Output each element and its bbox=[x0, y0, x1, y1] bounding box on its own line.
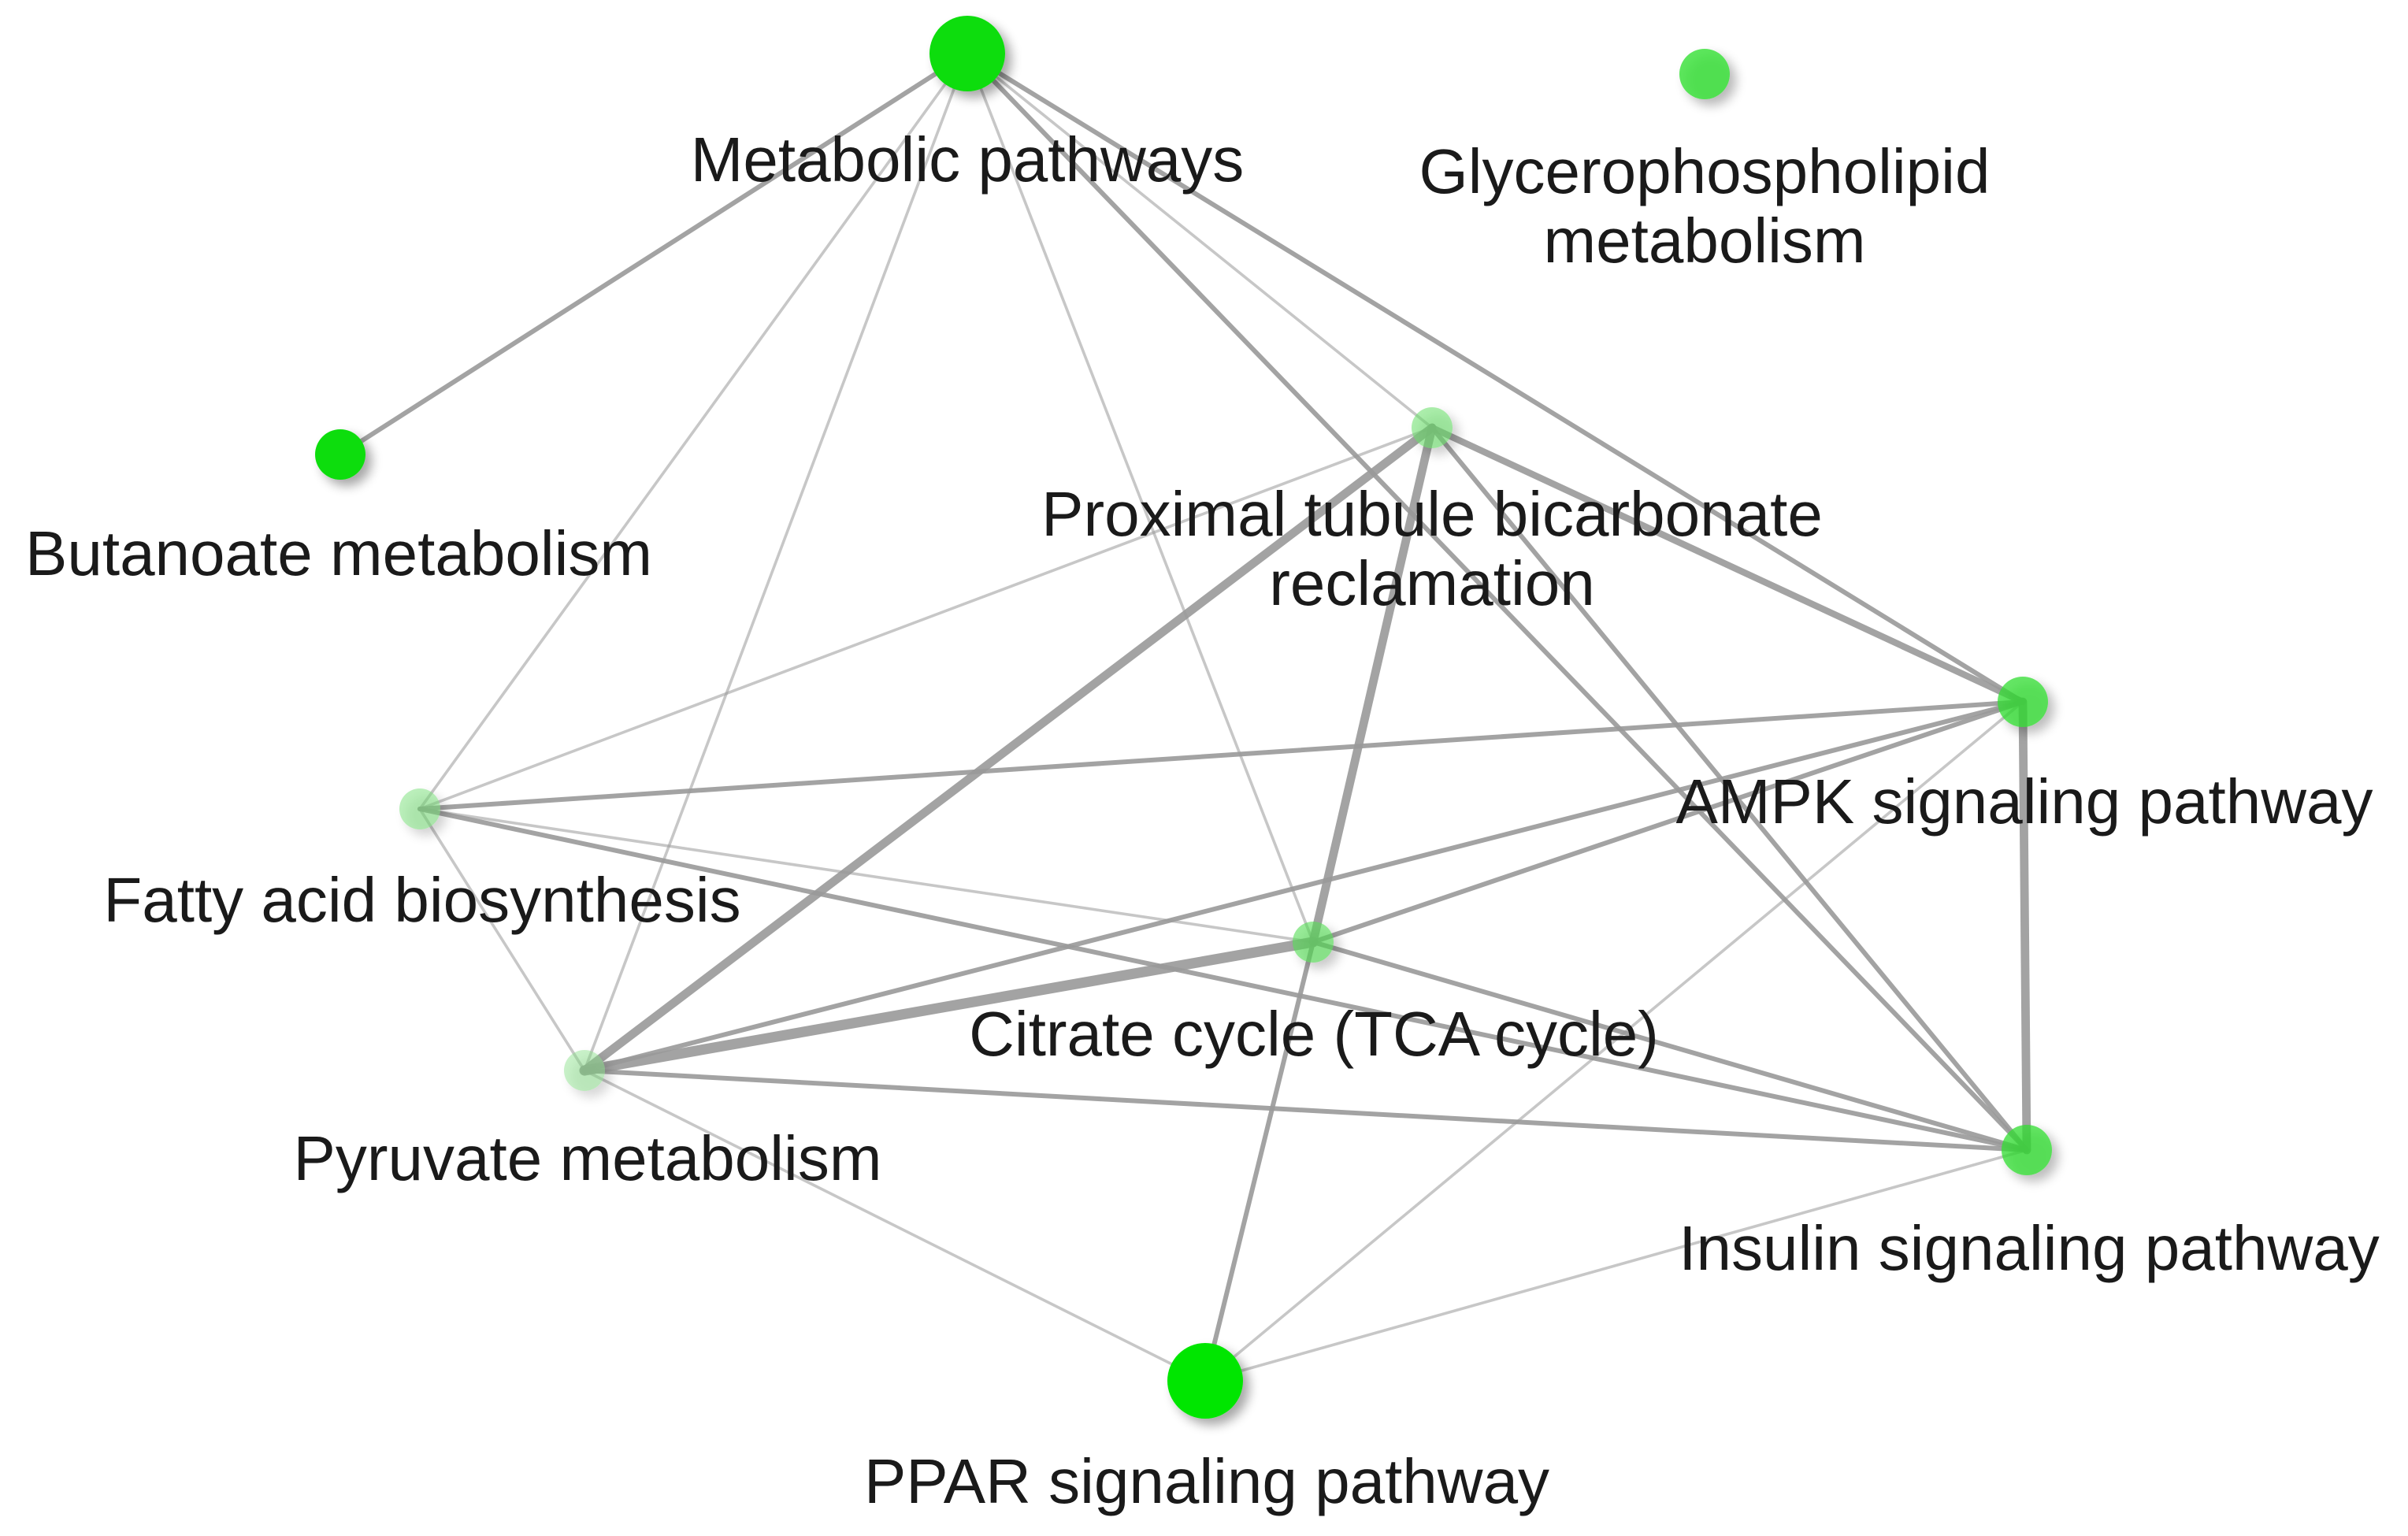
edge-ampk-ppar bbox=[1204, 700, 2024, 1382]
node-label-line: Butanoate metabolism bbox=[25, 518, 652, 588]
edges-layer bbox=[338, 51, 2031, 1383]
nodes-layer bbox=[315, 16, 2052, 1419]
edge-metabolic-insulin bbox=[965, 51, 2029, 1152]
edge-pyruvate-citrate bbox=[579, 937, 1319, 1076]
edge-fatty-insulin bbox=[417, 807, 2029, 1152]
edge-ampk-insulin bbox=[2018, 697, 2031, 1155]
node-label-line: Metabolic pathways bbox=[691, 124, 1245, 195]
node-insulin[interactable] bbox=[2002, 1125, 2052, 1175]
node-label-pyruvate: Pyruvate metabolism bbox=[294, 1123, 882, 1193]
node-pyruvate[interactable] bbox=[564, 1050, 605, 1091]
node-glycero[interactable] bbox=[1679, 49, 1730, 99]
edge-metabolic-fatty bbox=[418, 52, 969, 811]
edge-fatty-pyruvate bbox=[418, 807, 586, 1072]
node-label-line: Pyruvate metabolism bbox=[294, 1123, 882, 1193]
node-label-line: metabolism bbox=[1543, 206, 1865, 276]
node-label-line: Insulin signaling pathway bbox=[1679, 1213, 2379, 1283]
edge-pyruvate-ppar bbox=[583, 1069, 1207, 1382]
node-butanoate[interactable] bbox=[315, 429, 365, 480]
edge-metabolic-pyruvate bbox=[583, 52, 969, 1072]
node-label-insulin: Insulin signaling pathway bbox=[1679, 1213, 2379, 1283]
node-label-ppar: PPAR signaling pathway bbox=[864, 1446, 1549, 1516]
edge-citrate-ampk bbox=[1311, 699, 2025, 944]
node-citrate[interactable] bbox=[1293, 922, 1334, 963]
node-label-line: Citrate cycle (TCA cycle) bbox=[969, 999, 1659, 1069]
edge-pyruvate-insulin bbox=[582, 1068, 2029, 1152]
node-label-citrate: Citrate cycle (TCA cycle) bbox=[969, 999, 1659, 1069]
node-label-metabolic: Metabolic pathways bbox=[691, 124, 1245, 195]
edge-metabolic-ampk bbox=[965, 51, 2025, 704]
edge-citrate-insulin bbox=[1311, 940, 2029, 1152]
node-ampk[interactable] bbox=[1998, 677, 2048, 727]
node-label-line: reclamation bbox=[1269, 548, 1595, 618]
edge-metabolic-proximal bbox=[966, 52, 1434, 429]
edge-pyruvate-ampk bbox=[582, 699, 2025, 1073]
node-metabolic[interactable] bbox=[929, 16, 1005, 91]
edge-proximal-citrate bbox=[1308, 423, 1437, 947]
edge-proximal-ampk bbox=[1428, 424, 2027, 706]
edge-citrate-ppar bbox=[1203, 940, 1315, 1383]
node-label-line: AMPK signaling pathway bbox=[1676, 766, 2373, 837]
edge-proximal-insulin bbox=[1430, 425, 2029, 1152]
node-label-fatty: Fatty acid biosynthesis bbox=[103, 865, 740, 935]
node-label-butanoate: Butanoate metabolism bbox=[25, 518, 652, 588]
edge-insulin-ppar bbox=[1204, 1148, 2028, 1382]
edge-metabolic-butanoate bbox=[338, 51, 970, 457]
node-ppar[interactable] bbox=[1167, 1343, 1243, 1419]
edge-proximal-fatty bbox=[418, 426, 1434, 811]
edge-fatty-ampk bbox=[417, 699, 2025, 811]
node-label-line: PPAR signaling pathway bbox=[864, 1446, 1549, 1516]
edge-proximal-pyruvate bbox=[580, 423, 1437, 1075]
node-label-line: Glycerophospholipid bbox=[1419, 136, 1991, 206]
node-proximal[interactable] bbox=[1412, 407, 1453, 448]
node-fatty[interactable] bbox=[399, 788, 440, 829]
node-label-line: Fatty acid biosynthesis bbox=[103, 865, 740, 935]
edge-metabolic-citrate bbox=[966, 52, 1315, 944]
node-label-line: Proximal tubule bicarbonate bbox=[1041, 479, 1823, 549]
node-label-ampk: AMPK signaling pathway bbox=[1676, 766, 2373, 837]
